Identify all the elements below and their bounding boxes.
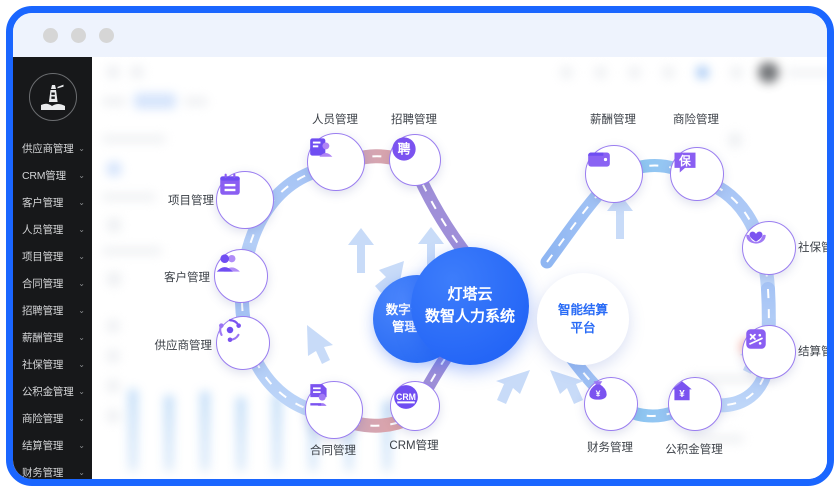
sidebar-item-3[interactable]: 人员管理 ⌄ bbox=[13, 216, 92, 243]
chevron-down-icon: ⌄ bbox=[78, 251, 85, 261]
sidebar-item-label: 薪酬管理 bbox=[22, 332, 64, 344]
sidebar-item-label: CRM管理 bbox=[22, 170, 66, 182]
sidebar-item-label: 公积金管理 bbox=[22, 386, 74, 398]
center-line: 智能结算 bbox=[557, 303, 608, 317]
window-titlebar bbox=[13, 13, 827, 57]
node-contract-label: 合同管理 bbox=[310, 445, 356, 457]
center-line: 灯塔云 bbox=[447, 286, 493, 303]
sidebar-item-label: 人员管理 bbox=[22, 224, 64, 236]
sidebar-item-2[interactable]: 客户管理 ⌄ bbox=[13, 189, 92, 216]
node-supplier[interactable] bbox=[216, 316, 270, 370]
node-project[interactable] bbox=[216, 171, 274, 229]
chevron-down-icon: ⌄ bbox=[78, 413, 85, 423]
svg-text:保: 保 bbox=[678, 154, 691, 168]
sidebar-item-label: 合同管理 bbox=[22, 278, 64, 290]
node-personnel[interactable] bbox=[307, 133, 365, 191]
node-recruit-label: 招聘管理 bbox=[391, 114, 437, 126]
node-finance[interactable]: ¥ bbox=[584, 377, 638, 431]
chevron-down-icon: ⌄ bbox=[78, 170, 85, 180]
chevron-down-icon: ⌄ bbox=[78, 197, 85, 207]
sidebar-item-5[interactable]: 合同管理 ⌄ bbox=[13, 270, 92, 297]
sidebar-item-label: 招聘管理 bbox=[22, 305, 64, 317]
sidebar-item-8[interactable]: 社保管理 ⌄ bbox=[13, 351, 92, 378]
node-settle[interactable] bbox=[742, 325, 796, 379]
chevron-down-icon: ⌄ bbox=[78, 224, 85, 234]
center-line: 数智人力系统 bbox=[424, 308, 515, 325]
sidebar-item-6[interactable]: 招聘管理 ⌄ bbox=[13, 297, 92, 324]
node-finance-label: 财务管理 bbox=[587, 442, 633, 454]
sidebar-item-list: 供应商管理⌄CRM管理⌄客户管理⌄人员管理⌄项目管理⌄合同管理⌄招聘管理⌄薪酬管… bbox=[13, 135, 92, 479]
sidebar-item-0[interactable]: 供应商管理 ⌄ bbox=[13, 135, 92, 162]
sidebar-item-label: 供应商管理 bbox=[22, 143, 74, 155]
node-crm[interactable]: CRM bbox=[390, 381, 440, 431]
chevron-down-icon: ⌄ bbox=[78, 359, 85, 369]
sidebar-item-label: 财务管理 bbox=[22, 467, 64, 479]
lighthouse-logo-icon bbox=[28, 73, 77, 121]
close-dot[interactable] bbox=[43, 27, 58, 43]
node-recruit[interactable]: 聘 bbox=[389, 134, 441, 186]
node-project-label: 项目管理 bbox=[168, 195, 214, 207]
chevron-down-icon: ⌄ bbox=[78, 332, 85, 342]
node-fund[interactable]: ¥ bbox=[668, 377, 722, 431]
node-personnel-label: 人员管理 bbox=[312, 114, 358, 126]
chevron-down-icon: ⌄ bbox=[78, 278, 85, 288]
maximize-dot[interactable] bbox=[99, 27, 114, 43]
sidebar-item-11[interactable]: 结算管理 ⌄ bbox=[13, 432, 92, 459]
main-content-area: 数字化劳务 管理平台 灯塔云 数智人力系统 智能结算 平台 人员管理聘招聘管理薪… bbox=[92, 57, 827, 479]
minimize-dot[interactable] bbox=[71, 27, 86, 43]
center-node-smart-settlement[interactable]: 智能结算 平台 bbox=[537, 273, 629, 365]
node-supplier-label: 供应商管理 bbox=[154, 340, 213, 352]
node-customer-label: 客户管理 bbox=[164, 272, 210, 284]
svg-text:聘: 聘 bbox=[398, 142, 411, 157]
node-settle-label: 结算管理 bbox=[798, 346, 827, 358]
node-cominsure-label: 商险管理 bbox=[673, 114, 719, 126]
node-crm-label: CRM管理 bbox=[389, 440, 439, 452]
node-customer[interactable] bbox=[214, 249, 268, 303]
chevron-down-icon: ⌄ bbox=[78, 386, 85, 396]
sidebar-item-label: 社保管理 bbox=[22, 359, 64, 371]
chevron-down-icon: ⌄ bbox=[78, 467, 85, 477]
sidebar-navigation: 供应商管理⌄CRM管理⌄客户管理⌄人员管理⌄项目管理⌄合同管理⌄招聘管理⌄薪酬管… bbox=[13, 57, 92, 479]
sidebar-item-1[interactable]: CRM管理 ⌄ bbox=[13, 162, 92, 189]
node-cominsure[interactable]: 保 bbox=[670, 147, 724, 201]
svg-text:CRM: CRM bbox=[396, 392, 416, 402]
application-body: 供应商管理⌄CRM管理⌄客户管理⌄人员管理⌄项目管理⌄合同管理⌄招聘管理⌄薪酬管… bbox=[13, 57, 827, 479]
sidebar-item-10[interactable]: 商险管理 ⌄ bbox=[13, 405, 92, 432]
sidebar-item-label: 项目管理 bbox=[22, 251, 64, 263]
svg-text:¥: ¥ bbox=[596, 388, 601, 398]
sidebar-item-12[interactable]: 财务管理 ⌄ bbox=[13, 459, 92, 479]
browser-window-frame: 供应商管理⌄CRM管理⌄客户管理⌄人员管理⌄项目管理⌄合同管理⌄招聘管理⌄薪酬管… bbox=[6, 6, 834, 486]
node-salary-label: 薪酬管理 bbox=[590, 114, 636, 126]
sidebar-item-label: 客户管理 bbox=[22, 197, 64, 209]
center-node-lighthouse-cloud[interactable]: 灯塔云 数智人力系统 bbox=[411, 247, 529, 365]
chevron-down-icon: ⌄ bbox=[78, 305, 85, 315]
sidebar-item-4[interactable]: 项目管理 ⌄ bbox=[13, 243, 92, 270]
node-socialsec-label: 社保管理 bbox=[798, 242, 827, 254]
svg-text:¥: ¥ bbox=[679, 389, 685, 400]
business-flow-diagram: 数字化劳务 管理平台 灯塔云 数智人力系统 智能结算 平台 人员管理聘招聘管理薪… bbox=[92, 57, 828, 479]
sidebar-item-label: 结算管理 bbox=[22, 440, 64, 452]
sidebar-item-7[interactable]: 薪酬管理 ⌄ bbox=[13, 324, 92, 351]
node-salary[interactable] bbox=[585, 145, 643, 203]
node-contract[interactable] bbox=[305, 381, 363, 439]
sidebar-item-label: 商险管理 bbox=[22, 413, 64, 425]
node-fund-label: 公积金管理 bbox=[665, 444, 723, 456]
chevron-down-icon: ⌄ bbox=[78, 440, 85, 450]
node-socialsec[interactable] bbox=[742, 221, 796, 275]
center-line: 平台 bbox=[570, 321, 596, 335]
sidebar-item-9[interactable]: 公积金管理 ⌄ bbox=[13, 378, 92, 405]
chevron-down-icon: ⌄ bbox=[78, 143, 85, 153]
